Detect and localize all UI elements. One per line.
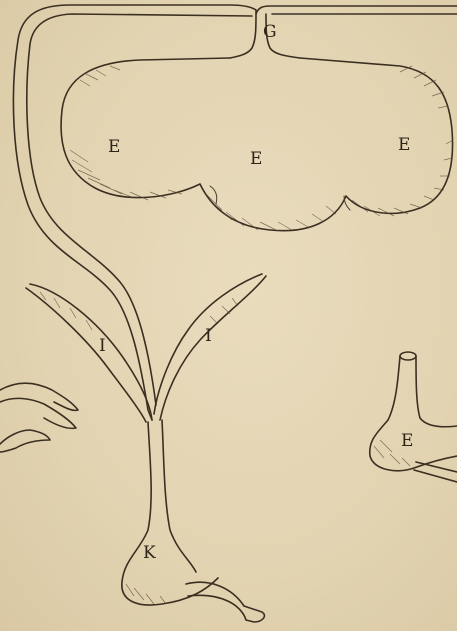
long-tube (13, 5, 457, 420)
label-e-left: E (108, 137, 120, 157)
label-e-right: E (398, 135, 410, 155)
label-e-small: E (401, 431, 413, 451)
label-i-right: I (205, 326, 212, 346)
hand-fragment (0, 383, 78, 452)
label-i-left: I (99, 336, 106, 356)
label-k: K (143, 543, 156, 563)
label-e-middle: E (250, 149, 262, 169)
y-organ (26, 274, 266, 622)
small-organ-e (370, 352, 457, 482)
label-g: G (263, 22, 277, 42)
